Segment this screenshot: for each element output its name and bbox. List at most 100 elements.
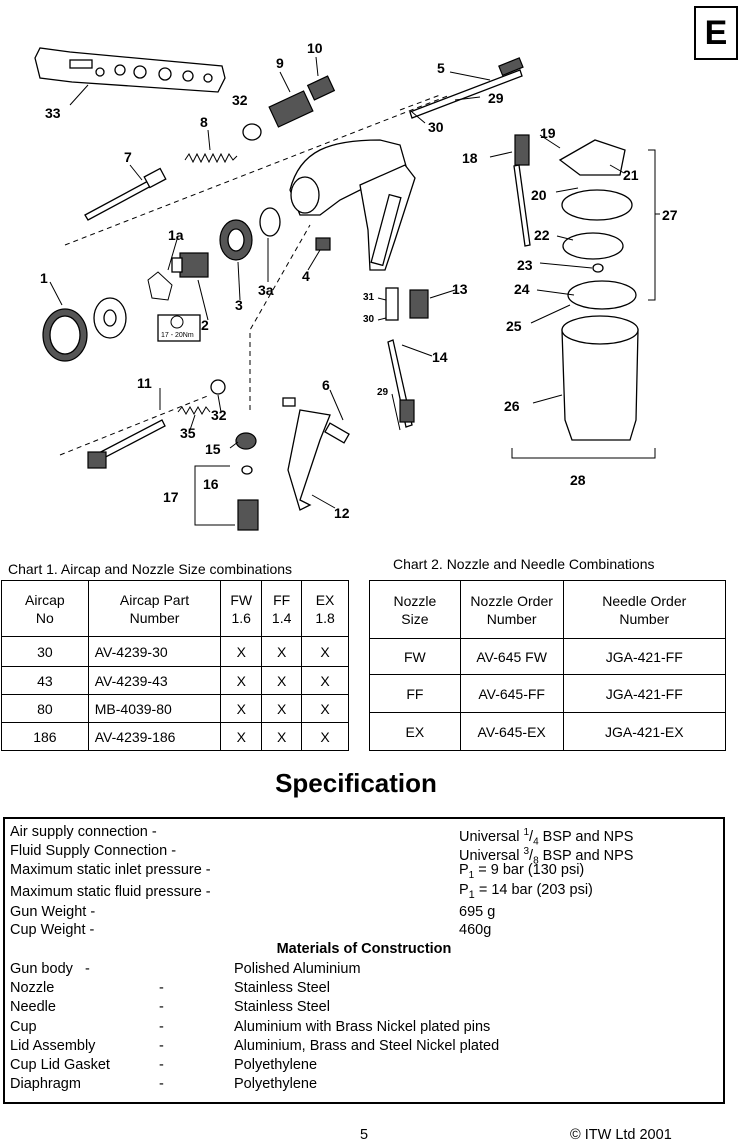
air-inlet-part <box>237 499 259 531</box>
label-25: 25 <box>506 318 522 334</box>
section-letter: E <box>704 13 728 52</box>
table-cell: X <box>301 666 349 695</box>
gasket-part <box>562 232 624 260</box>
material-part: Cup Lid Gasket <box>10 1057 110 1073</box>
label-23: 23 <box>517 257 533 273</box>
material-dash: - <box>159 1057 164 1073</box>
check-valve-part <box>592 263 604 273</box>
material-value: Polished Aluminium <box>234 961 361 977</box>
label-13: 13 <box>452 281 468 297</box>
table-cell: X <box>301 636 349 667</box>
diaphragm-part <box>567 280 637 310</box>
table-cell: JGA-421-EX <box>562 712 727 751</box>
label-33: 33 <box>45 105 61 121</box>
fluid-pressure-label: Maximum static fluid pressure - <box>10 884 211 900</box>
table-cell: X <box>261 666 303 695</box>
label-17: 17 <box>163 489 179 505</box>
material-part: Lid Assembly <box>10 1038 96 1054</box>
fitting-4-part <box>315 237 331 251</box>
cup-part <box>561 315 639 441</box>
table-cell: FF <box>369 674 461 713</box>
fluid-inlet-part <box>385 287 429 428</box>
o-ring-lower-part <box>210 379 226 395</box>
material-dash: - <box>85 961 90 977</box>
torque-label: 17 - 20Nm <box>161 332 194 339</box>
table-cell: MB-4039-80 <box>87 694 222 723</box>
fluid-supply-label: Fluid Supply Connection - <box>10 843 177 859</box>
material-dash: - <box>159 1076 164 1092</box>
copyright: © ITW Ltd 2001 <box>570 1127 672 1141</box>
table-cell: 80 <box>1 694 89 723</box>
table-cell: 30 <box>1 636 89 667</box>
table-cell: X <box>261 636 303 667</box>
label-6: 6 <box>322 377 330 393</box>
label-4: 4 <box>302 268 310 284</box>
label-12: 12 <box>334 505 350 521</box>
material-dash: - <box>159 999 164 1015</box>
seal-part <box>259 207 281 237</box>
label-21: 21 <box>623 167 639 183</box>
table-row: FF AV-645-FF JGA-421-FF <box>369 674 727 713</box>
table-cell: X <box>261 722 303 751</box>
table-cell: AV-4239-43 <box>87 666 222 695</box>
cup-weight-label: Cup Weight - <box>10 922 95 938</box>
table-cell: FW <box>369 638 461 675</box>
label-9: 9 <box>276 55 284 71</box>
table-cell: JGA-421-FF <box>562 638 727 675</box>
retaining-ring-part <box>42 308 88 362</box>
material-part: Nozzle <box>10 980 55 996</box>
label-7: 7 <box>124 149 132 165</box>
table-row: 43 AV-4239-43 X X X <box>1 666 349 695</box>
lid-part <box>561 189 633 221</box>
clip-part <box>147 271 173 301</box>
material-value: Aluminium, Brass and Steel Nickel plated <box>234 1038 500 1054</box>
material-value: Aluminium with Brass Nickel plated pins <box>234 1019 491 1035</box>
spring-part <box>184 152 238 164</box>
material-part: Needle <box>10 999 56 1015</box>
label-29-low: 29 <box>377 387 389 398</box>
material-dash: - <box>159 1019 164 1035</box>
table-cell: X <box>220 722 263 751</box>
air-spring-part <box>177 405 211 416</box>
gun-weight-value: 695 g <box>459 904 496 920</box>
specification-title: Specification <box>275 768 437 798</box>
table-cell: AV-4239-186 <box>87 722 222 751</box>
material-value: Polyethylene <box>234 1076 318 1092</box>
label-15: 15 <box>205 441 221 457</box>
air-supply-value: Universal 1/4 BSP and NPS <box>459 827 634 848</box>
inlet-pressure-label: Maximum static inlet pressure - <box>10 862 211 878</box>
nozzle-part <box>171 252 209 278</box>
label-24: 24 <box>514 281 530 297</box>
label-26: 26 <box>504 398 520 414</box>
bracket-28 <box>511 448 656 459</box>
o-ring-part <box>242 123 262 141</box>
fluid-supply-value: Universal 3/8 BSP and NPS <box>459 846 634 867</box>
label-20: 20 <box>531 187 547 203</box>
table-cell: 186 <box>1 722 89 751</box>
table-cell: 43 <box>1 666 89 695</box>
label-22: 22 <box>534 227 550 243</box>
inlet-pressure-value: P1 = 9 bar (130 psi) <box>459 862 585 881</box>
trigger-part <box>287 409 331 511</box>
page-number: 5 <box>360 1127 369 1141</box>
material-part: Diaphragm <box>10 1076 81 1092</box>
table-cell: AV-4239-30 <box>87 636 222 667</box>
table-cell: AV-645-FF <box>459 674 564 713</box>
table-row: EX AV-645-EX JGA-421-EX <box>369 712 727 751</box>
label-1: 1 <box>40 270 48 286</box>
chart2-caption: Chart 2. Nozzle and Needle Combinations <box>393 556 655 572</box>
material-value: Stainless Steel <box>234 999 330 1015</box>
trigger-pin-part <box>282 397 350 444</box>
table-cell: X <box>220 666 263 695</box>
label-14: 14 <box>432 349 448 365</box>
fluid-tube-part <box>513 134 531 247</box>
label-31: 31 <box>363 292 375 303</box>
label-30-top: 30 <box>428 119 444 135</box>
